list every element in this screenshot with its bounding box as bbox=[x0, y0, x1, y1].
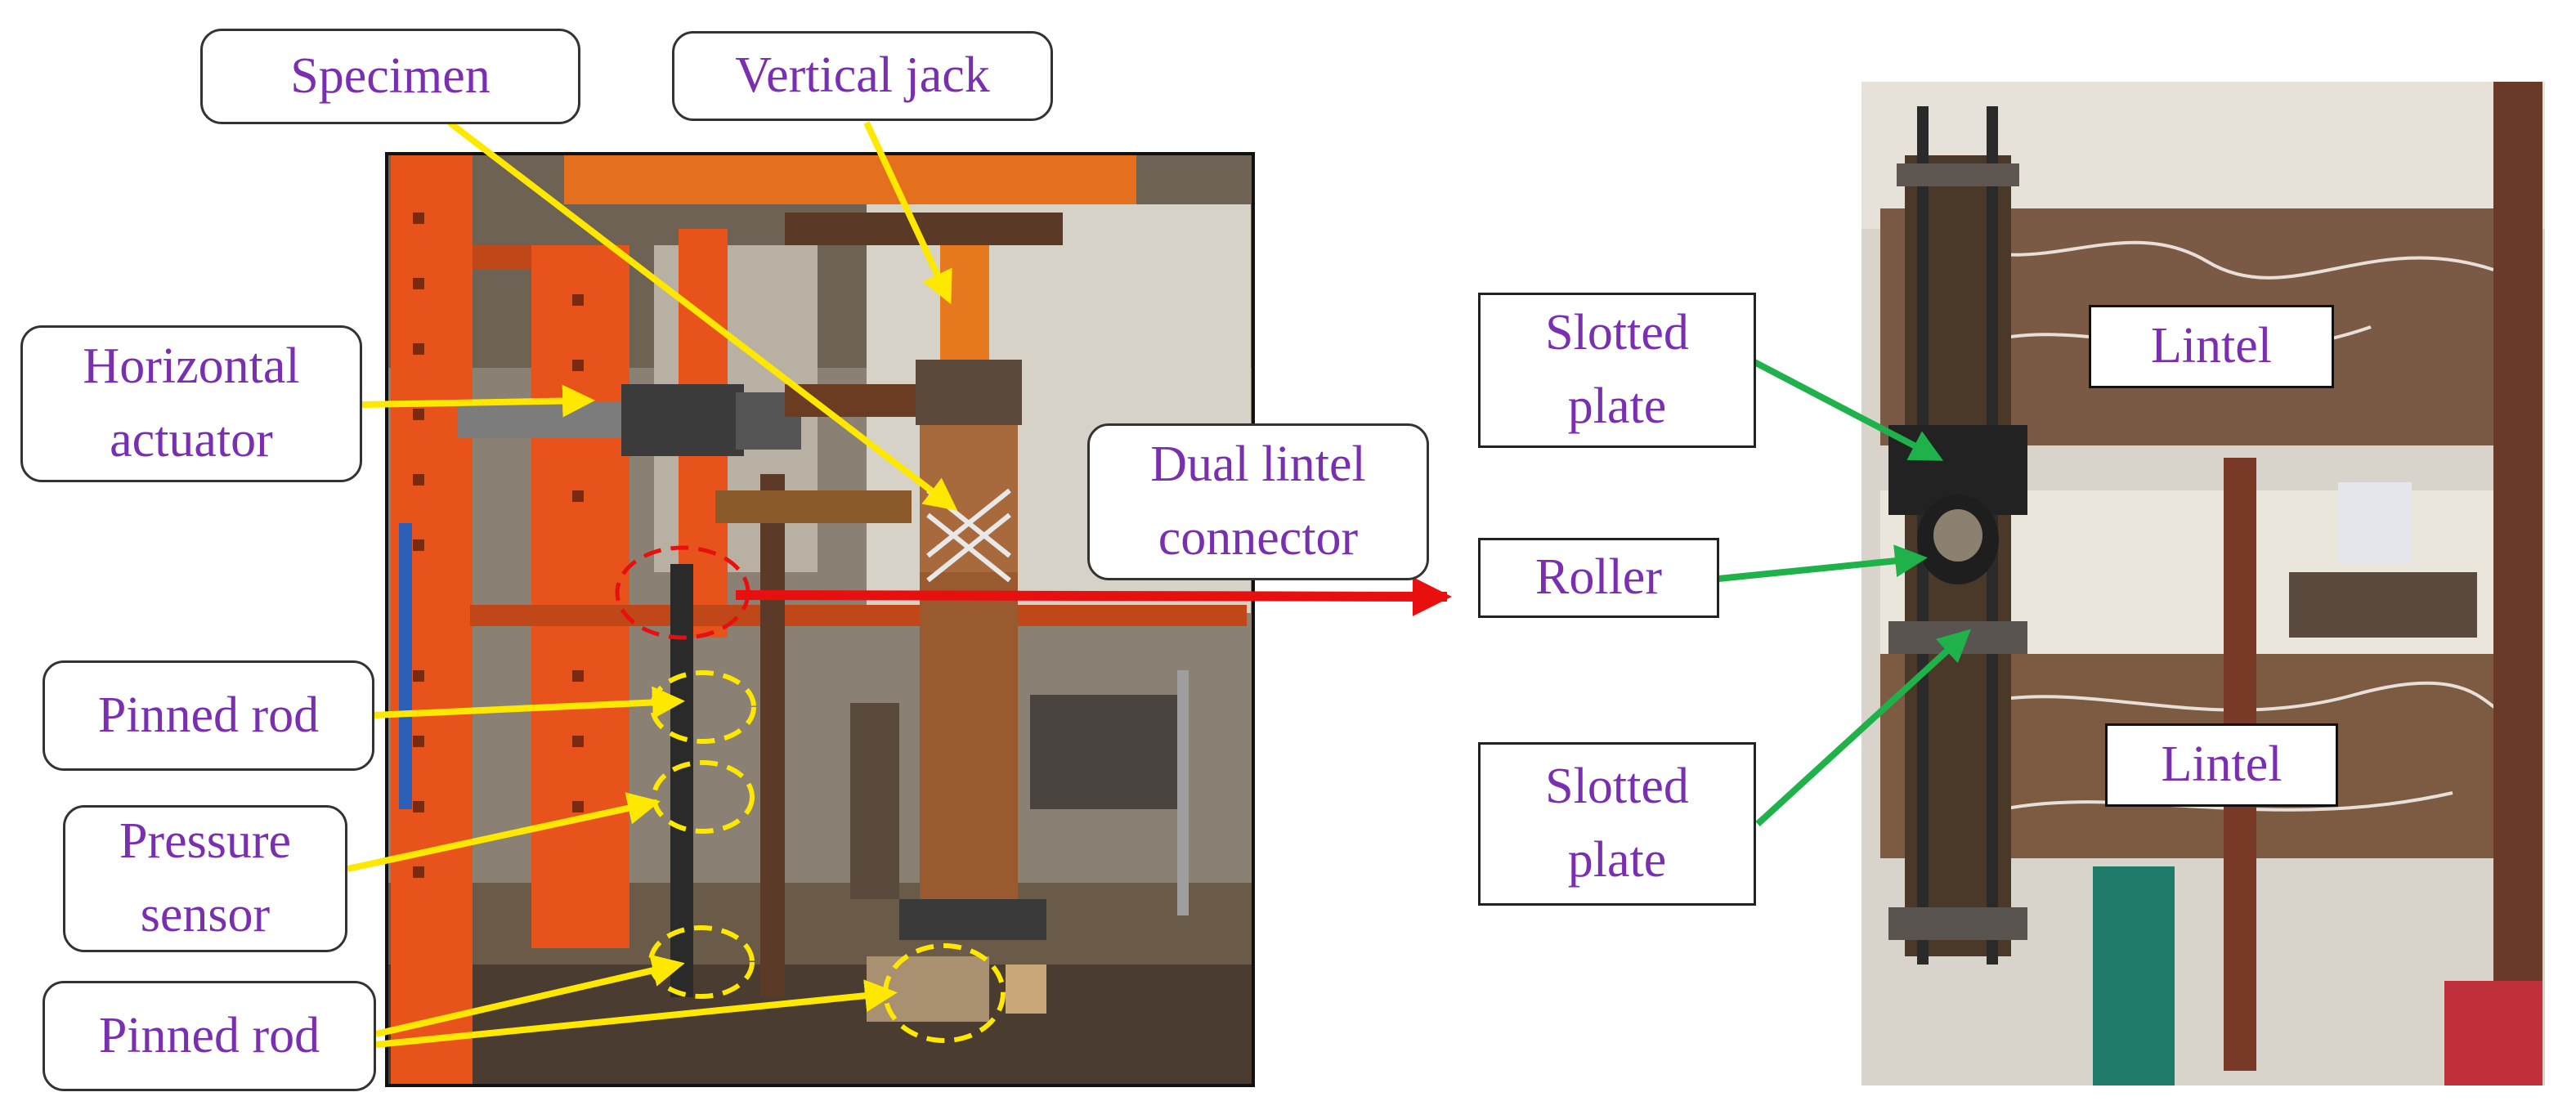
pinned-rod-lower-circle-2 bbox=[883, 943, 1006, 1043]
label-horizontal-actuator: Horizontal actuator bbox=[20, 325, 362, 482]
pinned-rod-upper-circle bbox=[650, 670, 756, 744]
arrow-slotted-plate-lower bbox=[1755, 629, 1971, 826]
label-pressure-sensor: Pressure sensor bbox=[63, 805, 347, 952]
pinned-rod-lower-circle-1 bbox=[648, 925, 755, 999]
arrow-horizontal-actuator bbox=[361, 384, 595, 418]
arrow-pinned-rod-lower-2 bbox=[375, 979, 898, 1048]
label-slotted-plate-lower: Slotted plate bbox=[1478, 742, 1756, 906]
label-slotted-plate-upper: Slotted plate bbox=[1478, 293, 1756, 448]
label-lintel-upper: Lintel bbox=[2089, 305, 2334, 388]
arrow-specimen bbox=[447, 119, 958, 511]
arrow-pinned-rod-lower-1 bbox=[375, 954, 685, 1037]
label-dual-lintel-connector: Dual lintel connector bbox=[1087, 423, 1429, 580]
label-pinned-rod-lower: Pinned rod bbox=[43, 981, 376, 1091]
arrow-to-closeup bbox=[735, 576, 1452, 616]
arrow-vertical-jack bbox=[863, 121, 952, 305]
arrow-pinned-rod-upper bbox=[374, 686, 685, 719]
test-setup-photo bbox=[385, 152, 1255, 1087]
label-vertical-jack: Vertical jack bbox=[672, 31, 1053, 121]
label-pinned-rod-upper: Pinned rod bbox=[43, 660, 374, 771]
label-specimen: Specimen bbox=[200, 29, 580, 124]
label-roller: Roller bbox=[1478, 538, 1719, 618]
connector-highlight-circle bbox=[615, 545, 750, 640]
connector-closeup-photo bbox=[1861, 82, 2545, 1085]
arrow-pressure-sensor bbox=[347, 792, 661, 872]
arrow-roller bbox=[1718, 544, 1928, 582]
pressure-sensor-circle bbox=[652, 760, 755, 834]
label-lintel-lower: Lintel bbox=[2105, 723, 2338, 807]
